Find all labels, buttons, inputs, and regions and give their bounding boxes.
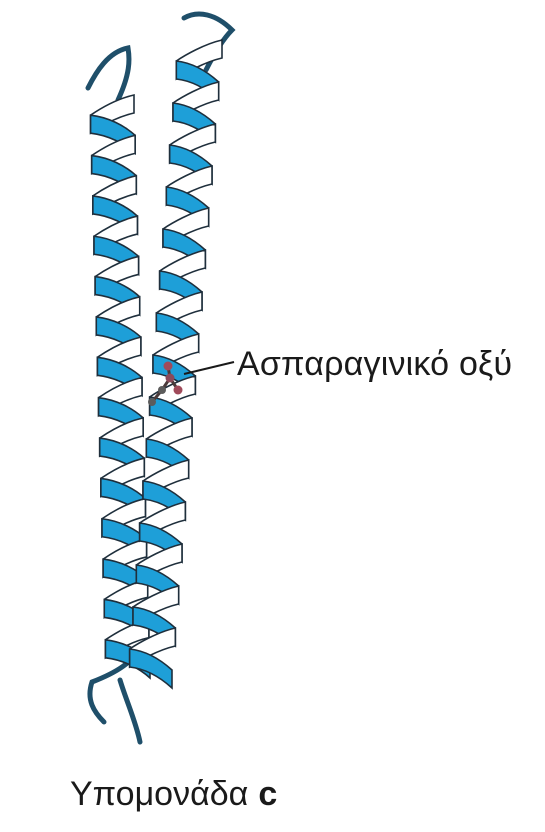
bottom-coil-2 [120, 680, 140, 742]
subunit-caption-letter: c [258, 775, 277, 813]
atom [166, 374, 175, 383]
helix-a [91, 95, 150, 678]
atom [158, 386, 166, 394]
residue-label: Ασπαραγινικό οξύ [237, 345, 512, 384]
helix-front-strand [130, 649, 172, 688]
atom [148, 398, 156, 406]
top-left-coil [88, 48, 129, 100]
label-leader-line [184, 362, 234, 374]
atom [164, 362, 173, 371]
atom [174, 386, 183, 395]
subunit-caption-name: Υπομονάδα [70, 775, 248, 813]
subunit-caption: Υπομονάδα c [70, 775, 277, 814]
